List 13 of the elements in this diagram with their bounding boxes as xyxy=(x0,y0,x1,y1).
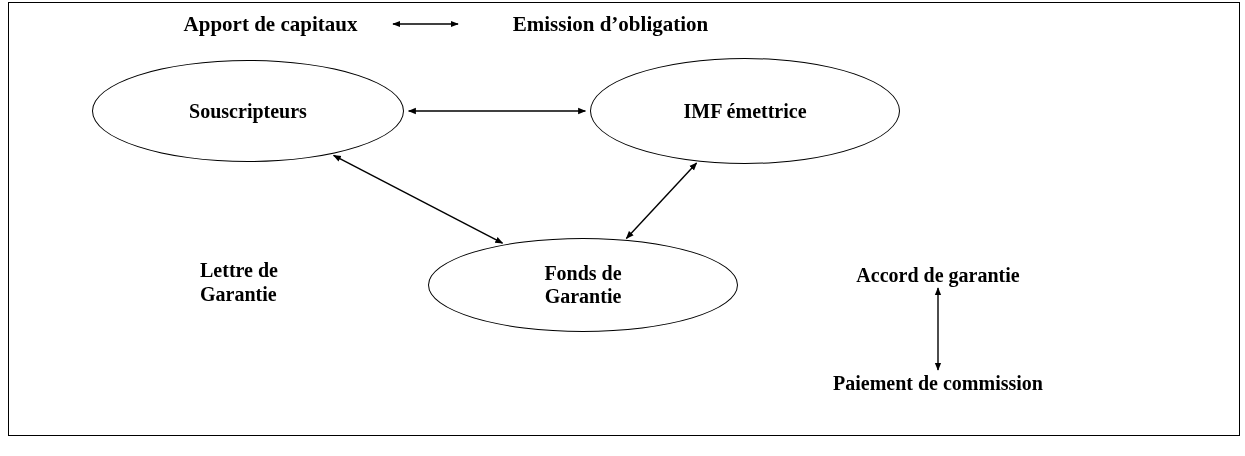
double-arrow xyxy=(625,162,698,240)
node-text: Accord de garantie xyxy=(856,263,1020,287)
node-text: IMF émettrice xyxy=(683,99,807,123)
annotation-text: Lettre de Garantie xyxy=(200,258,279,306)
double-arrow xyxy=(332,154,504,244)
node-text: Fonds de Garantie xyxy=(543,262,623,308)
double-arrow xyxy=(934,287,942,371)
node-text: Emission d’obligation xyxy=(512,11,709,37)
node-text: Apport de capitaux xyxy=(183,11,358,37)
node-text: Paiement de commission xyxy=(833,371,1043,395)
node-text: Souscripteurs xyxy=(189,99,307,123)
double-arrow xyxy=(392,20,459,28)
double-arrow xyxy=(407,107,587,115)
